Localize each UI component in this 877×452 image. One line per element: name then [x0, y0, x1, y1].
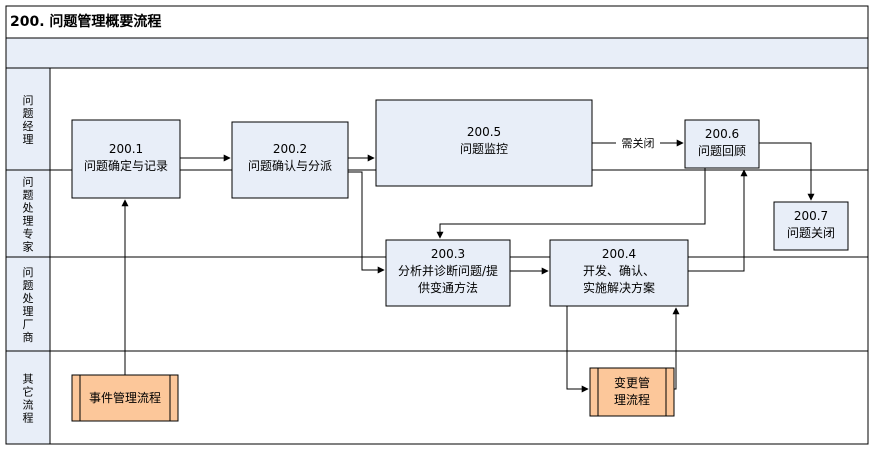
process-200-2[interactable]: 200.2 问题确认与分派	[231, 121, 349, 199]
phase-header-band	[5, 37, 869, 69]
lane-label-4-char: 其	[23, 373, 34, 386]
process-200-6-id: 200.6	[705, 127, 739, 141]
lane-label-3-char: 厂	[23, 318, 34, 331]
process-200-4-id: 200.4	[602, 247, 636, 261]
lane-label-1-char: 理	[23, 133, 34, 146]
lane-label-3-char: 商	[23, 330, 34, 344]
lane-label-2-char: 理	[23, 215, 34, 228]
process-200-5-text: 问题监控	[460, 142, 508, 156]
lane-label-1-char: 经	[23, 120, 34, 133]
process-200-5-id: 200.5	[467, 125, 501, 139]
lane-label-column	[5, 67, 51, 445]
lane-label-2-char: 家	[23, 240, 34, 254]
edge-200-4-to-change	[566, 306, 589, 393]
process-200-3[interactable]: 200.3 分析并诊断问题/提 供变通方法	[385, 239, 511, 307]
lane-label-2-char: 处	[23, 202, 34, 215]
lane-label-3-char: 题	[23, 279, 34, 292]
edge-200-6-to-200-3	[436, 168, 706, 239]
lane-label-1-char: 问	[23, 94, 34, 107]
lane-label-3-char: 处	[23, 292, 34, 305]
process-200-7[interactable]: 200.7 问题关闭	[773, 201, 849, 251]
process-200-4[interactable]: 200.4 开发、确认、 实施解决方案	[549, 239, 689, 307]
lane-label-4-char: 流	[23, 398, 34, 412]
lane-label-2-char: 专	[23, 227, 34, 241]
process-200-4-text-line-2: 实施解决方案	[583, 280, 655, 295]
lane-label-4-char: 它	[23, 385, 34, 399]
process-200-2-id: 200.2	[273, 142, 307, 156]
lane-label-2-char: 题	[23, 189, 34, 202]
process-200-6-text: 问题回顾	[698, 144, 746, 158]
process-200-6[interactable]: 200.6 问题回顾	[684, 119, 760, 169]
external-change-management-line-2: 理流程	[614, 392, 650, 407]
lane-label-3-char: 理	[23, 305, 34, 318]
process-200-2-text: 问题确认与分派	[248, 159, 332, 173]
external-incident-management[interactable]: 事件管理流程	[71, 374, 179, 422]
diagram-frame	[5, 5, 869, 445]
edge-200-2-to-200-3	[348, 171, 385, 274]
process-200-4-text-line-1: 开发、确认、	[583, 263, 655, 278]
external-change-management-line-1: 变更管	[614, 375, 650, 390]
process-200-1-id: 200.1	[109, 142, 143, 156]
process-200-3-text-line-2: 供变通方法	[418, 280, 478, 295]
lane-label-2-char: 问	[23, 176, 34, 189]
process-200-1[interactable]: 200.1 问题确定与记录	[71, 119, 181, 199]
lane-label-4-char: 程	[23, 412, 34, 425]
diagram-title: 200. 问题管理概要流程	[10, 13, 161, 30]
process-200-3-id: 200.3	[431, 247, 465, 261]
process-200-7-text: 问题关闭	[787, 226, 835, 240]
process-200-1-text: 问题确定与记录	[84, 158, 168, 173]
lane-label-1-char: 题	[23, 107, 34, 120]
edge-200-6-to-200-7	[759, 142, 815, 201]
title-bar	[5, 5, 869, 39]
process-200-3-text-line-1: 分析并诊断问题/提	[398, 263, 498, 278]
process-200-7-id: 200.7	[794, 209, 828, 223]
external-change-management[interactable]: 变更管 理流程	[589, 367, 675, 417]
process-200-5[interactable]: 200.5 问题监控	[375, 99, 593, 187]
edge-200-4-to-200-6	[688, 169, 748, 272]
external-incident-management-label: 事件管理流程	[89, 390, 161, 405]
edge-label-need-close: 需关闭	[622, 136, 655, 150]
lane-label-3-char: 问	[23, 266, 34, 279]
edge-change-to-200-4	[672, 307, 680, 390]
